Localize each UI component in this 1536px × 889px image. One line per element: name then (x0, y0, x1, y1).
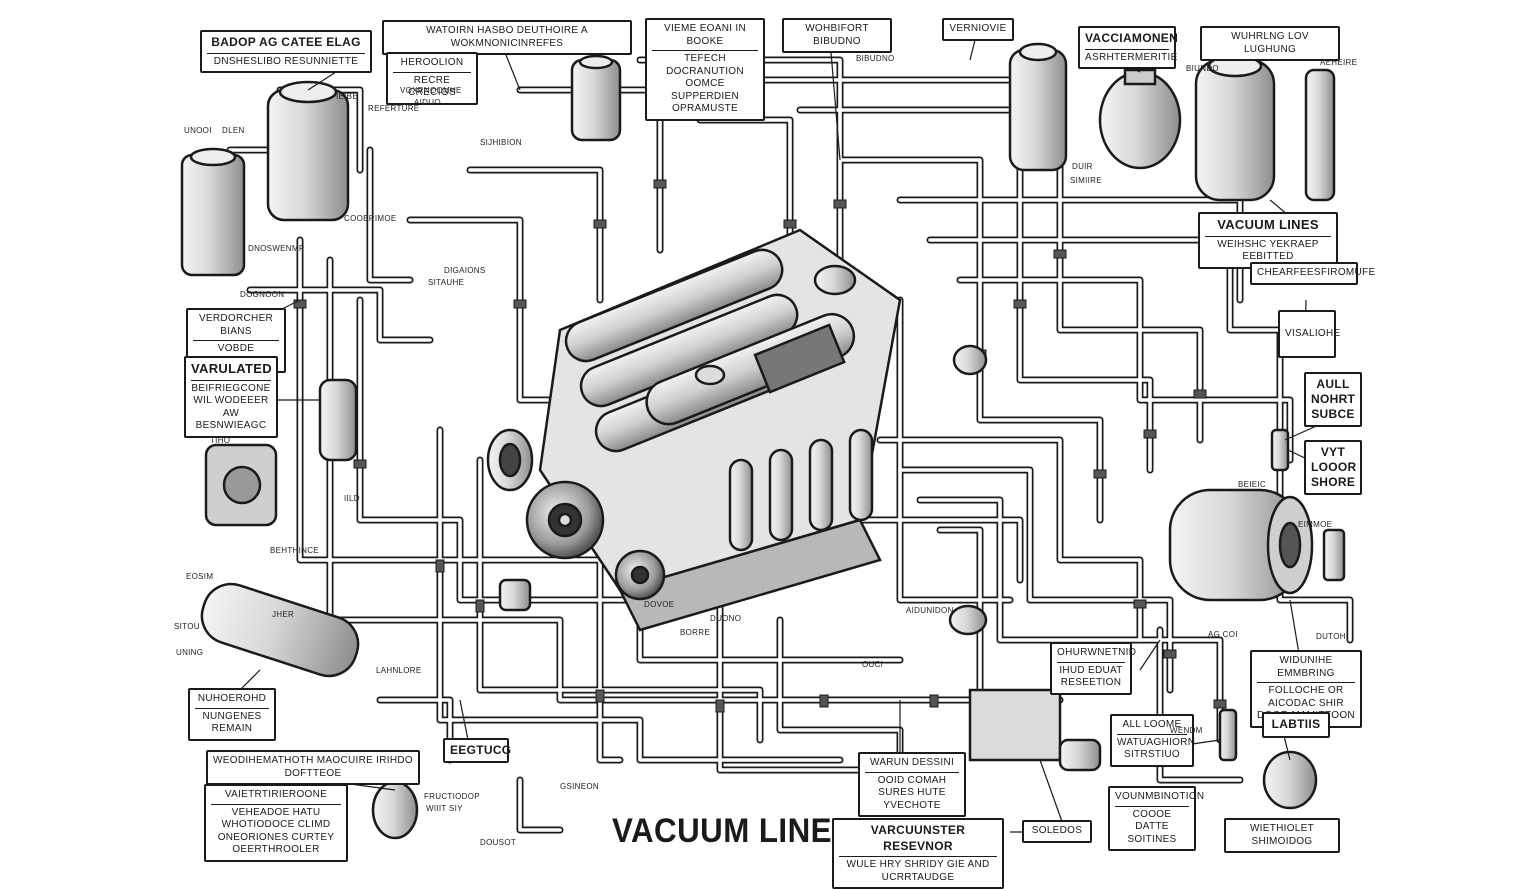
annotation: TIHO (210, 436, 231, 445)
oil-filler-cap (694, 364, 726, 386)
annotation: GSINEON (560, 782, 599, 791)
annotation: BORRE (680, 628, 710, 637)
sensor-right (1304, 68, 1336, 202)
annotation: BIUNDO (1186, 64, 1219, 73)
check-valve-bottom (371, 780, 419, 840)
annotation: DUONO (710, 614, 742, 623)
label-eegtucg: EEGTUCG (443, 738, 511, 763)
annotation: WIIIT SIY (426, 804, 463, 813)
reservoir-top-right-1 (1008, 42, 1068, 172)
annotation: COOERIMOE (344, 214, 397, 223)
annotation: REFERTURE (368, 104, 420, 113)
annotation: EIMMOE (1298, 520, 1333, 529)
annotation: BIBUDNO (856, 54, 895, 63)
annotation: DUIR (1072, 162, 1093, 171)
check-valve-bottom-right (1262, 750, 1318, 810)
annotation: LAHNLORE (376, 666, 422, 675)
label-weodihemathoth: WEODIHEMATHOTH MAOCUIRE IRIHDO DOFTTEOE (206, 750, 420, 785)
exhaust-pipes (728, 428, 874, 552)
label-soledos: SOLEDOS (1022, 820, 1092, 843)
annotation: DIGAIONS (444, 266, 486, 275)
annotation: AEHEIRE (1320, 58, 1358, 67)
annotation: BEHTHINCE (270, 546, 319, 555)
annotation: OUCI (862, 660, 884, 669)
annotation: FRUCTIODOP (424, 792, 480, 801)
solenoid-block (968, 688, 1102, 772)
label-vyt-looor: VYT LOOOR SHORE (1304, 440, 1362, 495)
annotation: IILD (344, 494, 360, 503)
annotation: SITOU (174, 622, 200, 631)
label-wohbifort: WOHBIFORT BIBUDNO (782, 18, 892, 53)
annotation: DNOSWENMP (248, 244, 305, 253)
annotation: BEIEIC (1238, 480, 1267, 489)
annotation: WENDM (1170, 726, 1203, 735)
annotation: DOGNOON (240, 290, 285, 299)
annotation: UNING (176, 648, 204, 657)
components (180, 42, 1346, 840)
label-labtiis: LABTIIS (1262, 712, 1330, 738)
reservoir-top-left (266, 80, 350, 222)
annotation: IEIBE (336, 92, 358, 101)
label-chearfeesfiromufe: CHEARFEESFIROMUFE (1250, 262, 1375, 285)
valve-top-center (570, 54, 622, 142)
annotation: SIJHIBION (480, 138, 522, 147)
annotation: EOSIM (186, 572, 214, 581)
vacuum-pump-right (1168, 488, 1314, 602)
label-visaliohe: VISALIOHE (1278, 310, 1340, 358)
reservoir-top-right-3 (1194, 54, 1276, 202)
diagram-title: VACUUM LINE (612, 812, 832, 850)
annotation: AIDUO (414, 98, 441, 107)
annotation: DOUSOT (480, 838, 517, 847)
engine-block (486, 228, 902, 632)
annotation: DUTOH (1316, 632, 1346, 641)
annotation: DLEN (222, 126, 245, 135)
annotation: JHER (272, 610, 295, 619)
annotation: AG COI (1208, 630, 1238, 639)
pump-left (204, 443, 278, 527)
reservoir-top-right-2 (1098, 68, 1182, 170)
annotation: AIDUNIDON (906, 606, 954, 615)
label-watoirn: WATOIRN HASBO DEUTHOIRE A WOKMNONICINREF… (382, 20, 632, 55)
annotation: SITAUHE (428, 278, 465, 287)
annotation: VOXRNOOMHE (400, 86, 462, 95)
inline-filter-bottom-left (200, 582, 360, 678)
filter-canister-left (180, 147, 246, 277)
label-wiethiolet: WIETHIOLET SHIMOIDOG (1224, 818, 1340, 853)
annotation: DOVOE (644, 600, 675, 609)
label-wuhrlng: WUHRLNG LOV LUGHUNG (1200, 26, 1340, 61)
annotation: SIMIIRE (1070, 176, 1102, 185)
annotation: UNOOI (184, 126, 212, 135)
label-aull-nohrt: AULL NOHRT SUBCE (1304, 372, 1362, 427)
throttle-body (813, 264, 857, 296)
label-verniovie: VERNIOVIE (942, 18, 1014, 41)
